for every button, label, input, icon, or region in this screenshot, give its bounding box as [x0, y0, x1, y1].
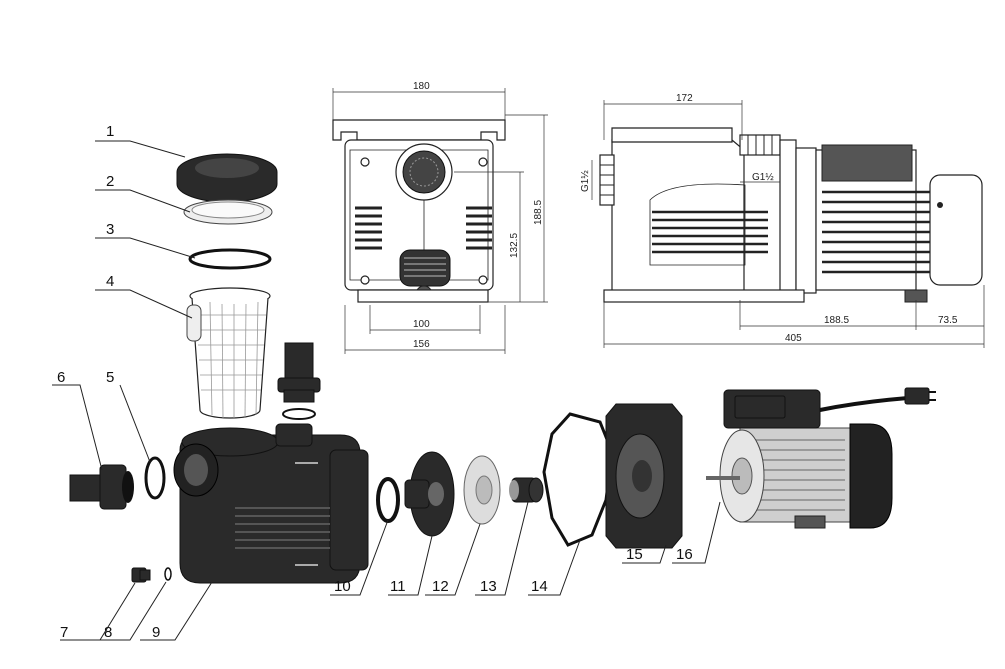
side-view: [591, 100, 985, 348]
label-part-5: 5: [106, 369, 114, 386]
part-o-ring-lid: [188, 248, 272, 270]
dim-thread-outlet: G1½: [752, 172, 774, 183]
label-part-16: 16: [676, 546, 693, 563]
front-view: [332, 88, 548, 354]
label-part-14: 14: [531, 578, 548, 595]
label-part-10: 10: [334, 578, 351, 595]
label-part-11: 11: [390, 578, 406, 595]
part-o-ring-drain: [164, 567, 172, 581]
part-lid: [176, 153, 278, 203]
dim-width-top: 180: [413, 81, 430, 92]
dim-height-inlet: 132.5: [509, 233, 520, 258]
label-part-8: 8: [104, 624, 112, 641]
part-impeller: [404, 451, 455, 537]
part-drain-plug: [131, 567, 151, 583]
label-part-4: 4: [106, 273, 114, 290]
part-mechanical-seal: [509, 477, 544, 503]
label-part-9: 9: [152, 624, 160, 641]
dim-total-length: 405: [785, 333, 802, 344]
label-part-2: 2: [106, 173, 114, 190]
part-motor: [706, 387, 936, 529]
part-seal-ring: [376, 477, 400, 523]
label-part-7: 7: [60, 624, 68, 641]
dim-motor-length: 188.5: [824, 315, 849, 326]
leader-lines: [52, 140, 721, 641]
dim-inlet-length: 172: [676, 93, 693, 104]
dim-foot-offset: 73.5: [938, 315, 958, 326]
part-pump-body: [173, 423, 369, 584]
part-union-outlet: [277, 342, 321, 420]
part-motor-flange: [605, 403, 683, 549]
part-union-inlet: [69, 464, 134, 510]
label-part-12: 12: [432, 578, 449, 595]
part-lid-ring: [183, 199, 273, 225]
label-part-6: 6: [57, 369, 65, 386]
dim-thread-inlet: G1½: [580, 170, 591, 192]
dim-base-inner: 100: [413, 319, 430, 330]
dim-height-total: 188.5: [533, 200, 544, 225]
part-strainer-basket: [186, 287, 271, 419]
part-diffuser: [463, 455, 501, 525]
part-o-ring-inlet: [144, 456, 166, 500]
label-part-1: 1: [106, 123, 114, 140]
label-part-3: 3: [106, 221, 114, 238]
part-gasket: [542, 412, 614, 547]
label-part-15: 15: [626, 546, 643, 563]
label-part-13: 13: [480, 578, 497, 595]
dim-base-outer: 156: [413, 339, 430, 350]
